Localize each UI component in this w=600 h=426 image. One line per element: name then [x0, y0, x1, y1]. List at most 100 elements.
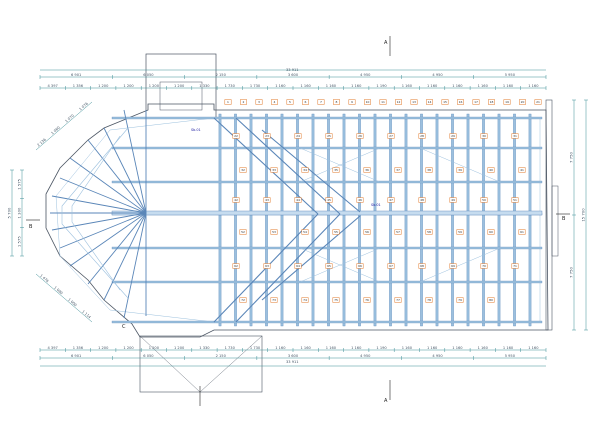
beam-tag-box [263, 263, 271, 269]
beam-tag: 18 [488, 99, 495, 105]
dim-top-row2-label: 1 160 [452, 84, 463, 88]
beam-tag: 67 [387, 263, 395, 269]
hip-rafter [103, 127, 147, 214]
purlin [111, 146, 543, 150]
beam-tag-box [394, 297, 402, 303]
beam-tag-label: 17 [474, 100, 478, 104]
dim-top-row2-label: 1 160 [402, 84, 413, 88]
beam-tag-label: 75 [334, 298, 338, 302]
rafter [420, 113, 423, 327]
dim-top-row2-label: 1 730 [250, 84, 261, 88]
beam-tag-box [488, 99, 495, 105]
beam-tag-label: 67 [389, 264, 393, 268]
dim-bottom-row1-label: 1 730 [250, 346, 261, 350]
beam-tag-box [356, 197, 364, 203]
beam-tag-label: 54 [303, 230, 307, 234]
beam-tag-label: 66 [358, 264, 362, 268]
beam-tag-label: 27 [389, 134, 393, 138]
dim-top-row2-label: 1 190 [376, 84, 387, 88]
dim-diag-left-top-label: 2 136 [36, 137, 47, 147]
beam-tag-label: 7 [320, 100, 322, 104]
porch-bottom [139, 335, 263, 393]
beam-tag: 38 [425, 167, 433, 173]
dim-diag-left-top-line [35, 101, 93, 151]
beam-tag: 79 [456, 297, 464, 303]
dim-bottom-row1-label: 1 160 [301, 346, 312, 350]
beam-tag-box [425, 229, 433, 235]
dim-top-row2-label: 1 200 [98, 84, 109, 88]
rafter [327, 113, 330, 327]
beam-tag: 63 [263, 263, 271, 269]
marker-left: Sb.01 [191, 128, 201, 132]
valley-beam [235, 213, 341, 323]
dim-bottom-row1-label: 4 397 [48, 346, 58, 350]
dim-bottom-row2-label: 6 901 [71, 354, 81, 358]
beam-tag: 71 [511, 263, 519, 269]
purlin [111, 246, 543, 250]
beam-tag-box [457, 99, 464, 105]
beam-tag: 57 [394, 229, 402, 235]
rafter [280, 113, 284, 327]
beam-tag-box [518, 229, 526, 235]
beam-tag-label: 5 [289, 100, 291, 104]
rafter [218, 113, 222, 327]
beam-tag-box [301, 229, 309, 235]
beam-tag-label: 43 [265, 198, 269, 202]
beam-tag-box [255, 99, 263, 105]
beam-tag: 77 [394, 297, 402, 303]
beam-tag: 8 [333, 99, 340, 105]
dim-diag-left-bottom-label: 1 080 [53, 286, 64, 296]
dim-bottom-row1-label: 1 160 [528, 346, 539, 350]
beam-tag: 78 [425, 297, 433, 303]
hip-ring [61, 127, 129, 299]
dim-top-row2-label: 1 160 [478, 84, 489, 88]
beam-tag: 1 [224, 99, 232, 105]
beam-tag: 4 [271, 99, 278, 105]
beam-tag-box [534, 99, 542, 105]
dim-right-parts-label: 7 750 [569, 151, 574, 162]
beam-tag-label: 45 [327, 198, 331, 202]
beam-tag-box [232, 197, 240, 203]
beam-tag-box [418, 133, 426, 139]
dim-top-row2-label: 1 160 [326, 84, 337, 88]
beam-tag-box [487, 297, 495, 303]
dim-top-row2-label: 1 160 [351, 84, 362, 88]
beam-tag-label: 21 [536, 100, 540, 104]
beam-tag: 42 [232, 197, 240, 203]
beam-tag-label: 76 [365, 298, 369, 302]
beam-tag-label: 59 [458, 230, 462, 234]
hip-rafter [123, 212, 147, 319]
beam-tag-label: 55 [334, 230, 338, 234]
rafter [435, 113, 439, 327]
beam-tag-label: 40 [489, 168, 493, 172]
hip-rafter [51, 195, 147, 214]
beam-tag: 11 [379, 99, 387, 105]
beam-tag-label: 9 [351, 100, 353, 104]
dim-diag-left-top-label: 1 076 [78, 101, 89, 111]
beam-tag: 48 [418, 197, 426, 203]
beam-tag: 41 [518, 167, 526, 173]
beam-tag-box [379, 99, 387, 105]
beam-tag-box [263, 133, 271, 139]
dim-bottom-row1-label: 1 200 [98, 346, 109, 350]
rafter [249, 113, 253, 327]
beam-tag-label: 65 [327, 264, 331, 268]
beam-tag: 6 [302, 99, 309, 105]
beam-tag-label: 47 [389, 198, 393, 202]
beam-tag: 26 [356, 133, 364, 139]
beam-tag-label: 23 [265, 134, 269, 138]
beam-tag-box [425, 297, 433, 303]
beam-tag-box [240, 99, 247, 105]
beam-tag-label: 4 [274, 100, 276, 104]
dim-top-row2-label: 1 330 [199, 84, 210, 88]
dim-top-row2-label: 1 160 [301, 84, 312, 88]
dim-top-row1-label: 6 050 [143, 73, 154, 77]
beam-tag-label: 46 [358, 198, 362, 202]
beam-tag-label: 31 [513, 134, 517, 138]
beam-tag-label: 71 [513, 264, 517, 268]
beam-tag-label: 58 [427, 230, 431, 234]
beam-tag-label: 30 [482, 134, 486, 138]
beam-tag: 27 [387, 133, 395, 139]
beam-tag-label: 61 [520, 230, 524, 234]
